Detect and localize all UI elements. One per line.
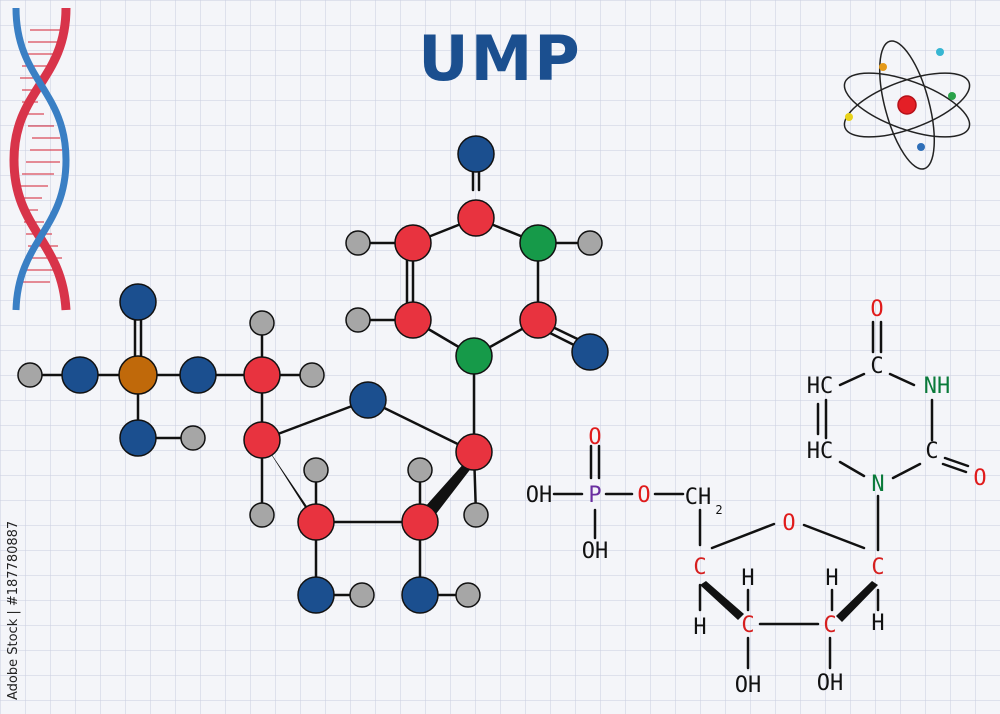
atom-carbon (243, 356, 281, 394)
atom-icon (843, 40, 971, 170)
label-c-top: C (870, 354, 883, 379)
atom-nitrogen (519, 224, 557, 262)
label-oh-bottom: OH (582, 539, 609, 564)
atom-phosphorus (118, 355, 158, 395)
atom-oxygen (119, 419, 157, 457)
label-ch: CH (685, 485, 712, 510)
label-oh-left: OH (526, 483, 553, 508)
label-h-c1: H (871, 611, 884, 636)
atom-hydrogen (303, 457, 329, 483)
atom-hydrogen (17, 362, 43, 388)
atom-hydrogen (345, 230, 371, 256)
page-title: UMP (418, 22, 582, 95)
label-h-c4: H (693, 615, 706, 640)
atom-oxygen (401, 576, 439, 614)
label-o-top: O (870, 297, 883, 322)
atom-oxygen (457, 135, 495, 173)
structural-formula-labels: O C NH HC HC C O N O OH P O CH 2 OH O C … (526, 297, 987, 698)
label-n-ring: N (871, 472, 884, 497)
atom-carbon (401, 503, 439, 541)
atom-hydrogen (455, 582, 481, 608)
atom-oxygen (61, 356, 99, 394)
label-c3: C (741, 613, 754, 638)
atom-carbon (243, 421, 281, 459)
label-o-phosphate: O (588, 425, 601, 450)
atom-nitrogen (455, 337, 493, 375)
label-c4: C (693, 555, 706, 580)
atom-hydrogen (407, 457, 433, 483)
atom-carbon (457, 199, 495, 237)
label-h-c3-upper: H (741, 566, 754, 591)
label-nh: NH (924, 374, 951, 399)
stock-id-label: Adobe Stock | #187780887 (6, 520, 21, 700)
atom-carbon (297, 503, 335, 541)
atom-hydrogen (299, 362, 325, 388)
atom-carbon (394, 301, 432, 339)
label-hc-upper: HC (807, 374, 834, 399)
atom-hydrogen (180, 425, 206, 451)
label-p: P (588, 483, 601, 508)
label-c2: C (823, 613, 836, 638)
atom-carbon (394, 224, 432, 262)
label-h-c2-upper: H (825, 566, 838, 591)
atom-oxygen (571, 333, 609, 371)
label-c1: C (871, 555, 884, 580)
label-hc-lower: HC (807, 439, 834, 464)
label-o-right: O (973, 466, 986, 491)
label-o-ring: O (782, 511, 795, 536)
atom-oxygen (349, 381, 387, 419)
atom-oxygen (179, 356, 217, 394)
atom-carbon (455, 433, 493, 471)
label-oh-c2: OH (817, 671, 844, 696)
label-oh-c3: OH (735, 673, 762, 698)
label-ch-subscript: 2 (715, 503, 722, 517)
structural-formula-wedges (700, 581, 878, 622)
atom-oxygen (297, 576, 335, 614)
ball-and-stick-atoms (17, 135, 609, 614)
label-c-right: C (925, 439, 938, 464)
atom-oxygen (119, 283, 157, 321)
atom-hydrogen (345, 307, 371, 333)
atom-hydrogen (249, 310, 275, 336)
atom-hydrogen (349, 582, 375, 608)
dna-helix-icon (9, 7, 71, 311)
atom-hydrogen (249, 502, 275, 528)
atom-hydrogen (463, 502, 489, 528)
atom-hydrogen (577, 230, 603, 256)
atom-carbon (519, 301, 557, 339)
structural-formula-bonds (552, 320, 970, 670)
label-o-ester: O (637, 483, 650, 508)
